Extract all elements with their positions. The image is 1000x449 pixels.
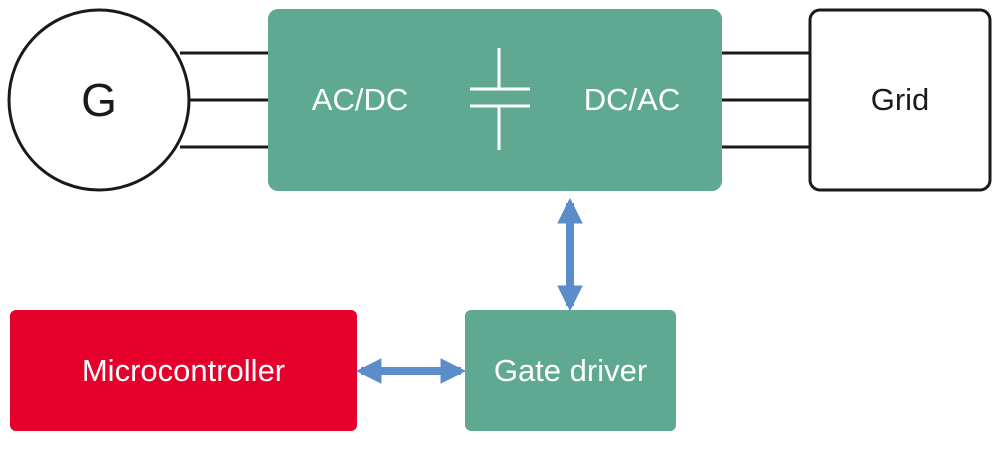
microcontroller-block: [10, 310, 357, 431]
grid-label: Grid: [870, 82, 930, 117]
generator-phase-lines: [180, 51, 268, 149]
converter-ac-dc-label: AC/DC: [311, 82, 409, 117]
microcontroller-label: Microcontroller: [81, 353, 286, 388]
converter-block: [268, 9, 722, 191]
gate-driver-block: [465, 310, 676, 431]
grid-phase-lines: [722, 51, 810, 149]
generator-circle: [7, 8, 191, 192]
gate-driver-label: Gate driver: [493, 353, 648, 388]
capacitor-symbol: [470, 48, 530, 150]
generator-label: G: [81, 74, 117, 126]
converter-dc-ac-label: DC/AC: [583, 82, 681, 117]
grid-block: [808, 8, 992, 192]
